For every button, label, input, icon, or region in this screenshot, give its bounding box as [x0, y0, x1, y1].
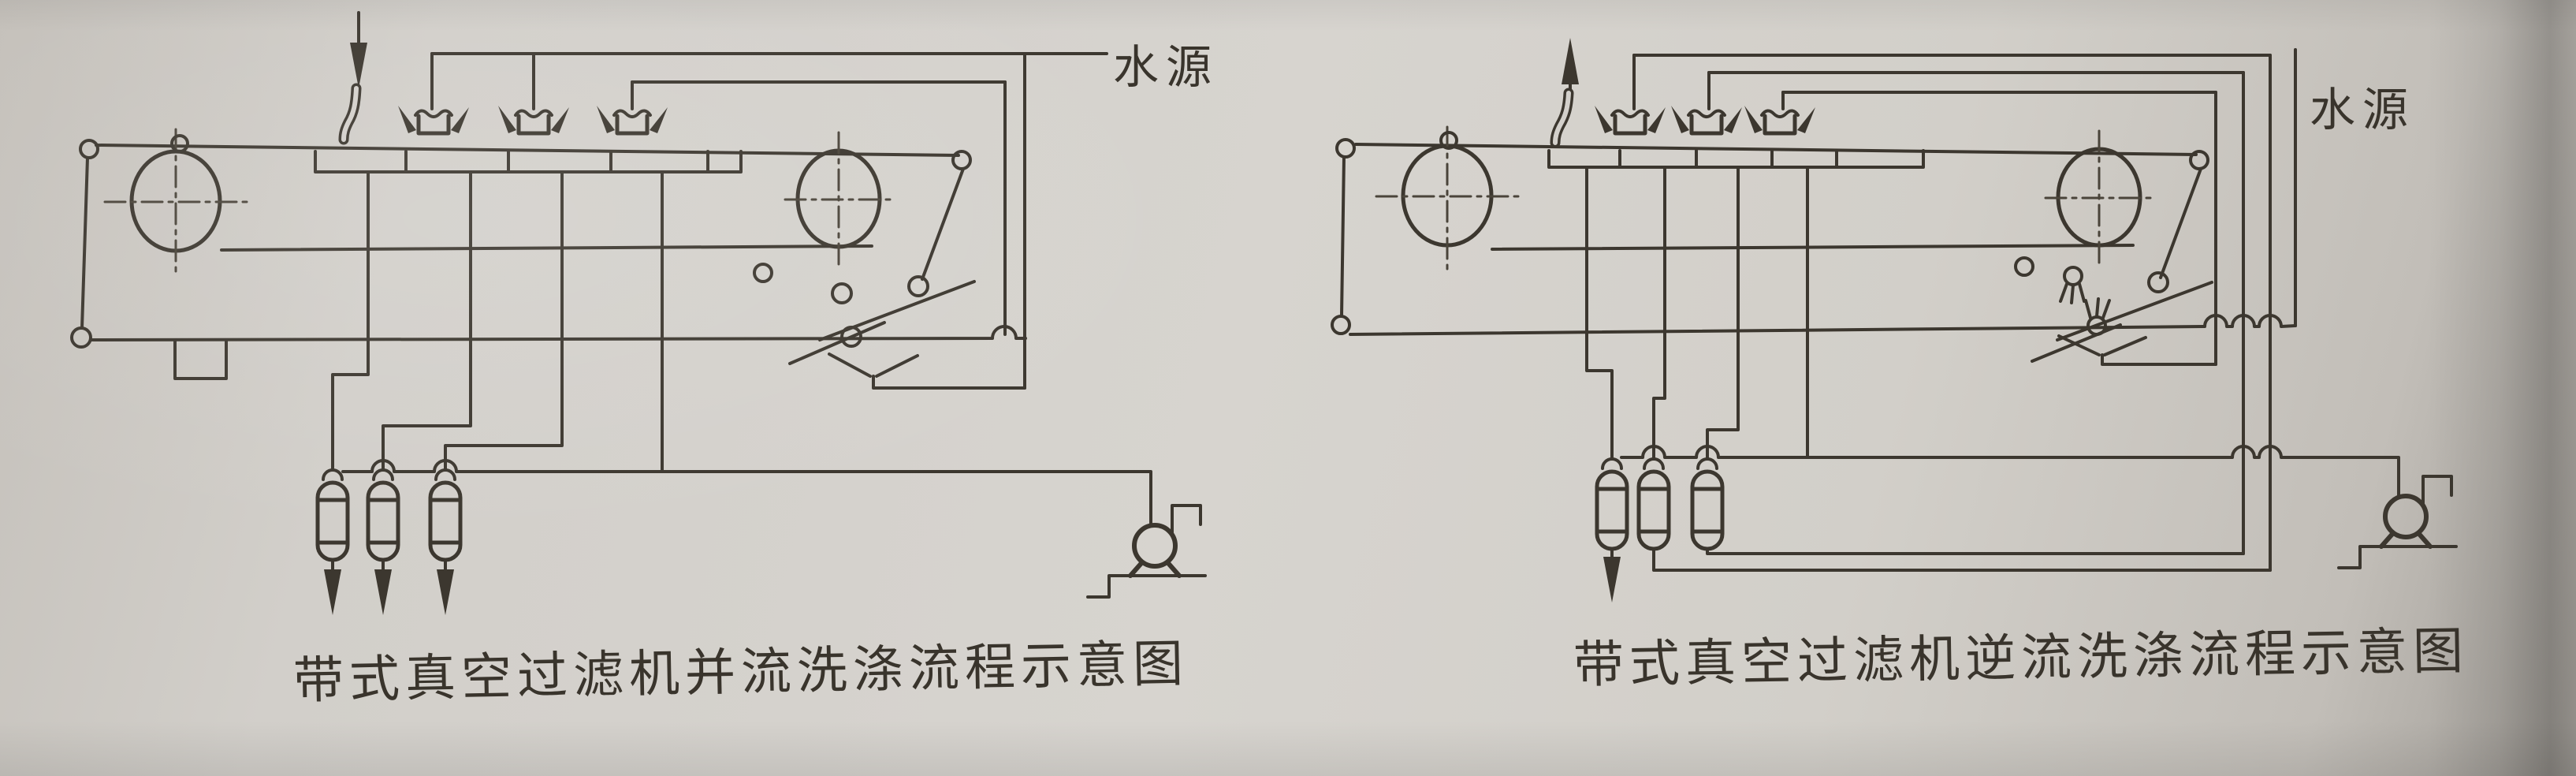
roller-icon: [2014, 256, 2034, 277]
water-source-label-left: 水源: [1113, 42, 1219, 93]
spray-nozzle-icon: [1595, 106, 1666, 133]
filtrate-receiver-icon: [1692, 459, 1722, 549]
feed-arrow-up-icon: [1562, 38, 1579, 84]
scraper-line: [2056, 281, 2213, 341]
roller-icon: [1335, 138, 1356, 159]
filtrate-receiver-icon: [318, 470, 348, 560]
right-caption: 带式真空过滤机逆流洗涤流程示意图: [1573, 623, 2470, 693]
belt-left-line: [80, 156, 89, 330]
left-pulley-centerline: [103, 128, 250, 278]
water-source-label-right: 水源: [2310, 84, 2416, 136]
feed-chute-core: [341, 86, 359, 142]
spray-nozzle-icon: [1744, 106, 1815, 133]
left-pulley-centerline: [1375, 125, 1521, 272]
belt-return-line: [89, 325, 1027, 341]
feed-chute-core: [1553, 91, 1571, 145]
belt-wash-spray-icon: [2059, 266, 2086, 304]
right-pulley-centerline: [784, 131, 895, 268]
filtrate-system-left: [318, 170, 1205, 615]
belt-filter-left: [70, 128, 1027, 380]
outlet-arrow-down-icon: [437, 569, 454, 615]
scraper-line-2: [788, 321, 886, 365]
belt-top-line: [95, 144, 960, 157]
belt-lower-run: [1491, 244, 2135, 251]
outlet-arrow-down-icon: [324, 569, 341, 615]
roller-icon: [753, 263, 773, 283]
filtrate-receiver-icon: [1639, 459, 1669, 549]
vacuum-manifold: [341, 459, 1152, 528]
filtrate-pipe-2: [1652, 166, 1666, 461]
roller-icon: [831, 282, 853, 304]
discharge-funnel-icon: [828, 353, 1026, 390]
belt-takeoff-line: [2159, 167, 2202, 279]
belt-takeoff-line: [921, 167, 965, 281]
scraper-line: [818, 280, 976, 341]
filtrate-receiver-icon: [430, 470, 460, 560]
roller-icon: [70, 326, 92, 349]
filtrate-receiver-icon: [1597, 459, 1627, 549]
filtrate-pipe-2: [382, 170, 472, 472]
right-diagram: [1331, 38, 2456, 603]
roller-icon: [951, 150, 972, 170]
wash-water-system-right: [1595, 48, 2297, 572]
feed-right: [1550, 38, 1579, 148]
receiver-stems: [331, 558, 447, 571]
filtrate-pipe-1: [1585, 166, 1614, 461]
roller-icon: [2189, 150, 2209, 170]
discharge-end-right: [2014, 167, 2217, 366]
discharge-end-left: [753, 167, 1026, 390]
nozzle-risers: [430, 52, 634, 110]
nozzle-risers: [1632, 54, 1785, 110]
belt-left-line: [1340, 155, 1346, 318]
recycle-line-receiver-3: [1706, 547, 2245, 555]
feed-left: [338, 11, 367, 145]
outlet-arrow-down-icon: [374, 569, 392, 615]
roller-icon: [2147, 271, 2169, 293]
filtrate-system-right: [1585, 166, 2456, 603]
belt-filter-right: [1331, 125, 2297, 336]
vacuum-box: [1547, 149, 1925, 169]
vacuum-manifold: [1620, 445, 2400, 498]
spray-nozzle-icon: [1671, 106, 1742, 133]
filtrate-pipe-3: [444, 170, 564, 472]
filtrate-receiver-icon: [368, 470, 398, 560]
spray-nozzle-icon: [398, 106, 469, 133]
filtrate-pipe-1: [331, 170, 370, 472]
belt-top-line: [1354, 143, 2198, 156]
filtrate-pipe-3: [1706, 166, 1740, 461]
drip-tray: [173, 338, 228, 380]
belt-return-line: [1349, 314, 2297, 336]
recycle-line-receiver-2: [1652, 547, 2272, 572]
vacuum-pump-icon: [1088, 506, 1205, 597]
roller-icon: [907, 275, 929, 297]
wash-water-system-left: [398, 52, 1108, 390]
left-diagram: [70, 11, 1205, 615]
outlet-arrow-down-icon: [1603, 557, 1621, 603]
roller-icon: [1439, 131, 1458, 150]
roller-icon: [1331, 315, 1351, 335]
feed-arrow-down-icon: [350, 43, 367, 88]
belt-lower-run: [220, 244, 873, 252]
right-pulley-centerline: [2044, 129, 2156, 267]
vacuum-box: [314, 150, 743, 173]
roller-icon: [79, 139, 99, 159]
discharge-funnel-icon: [2057, 334, 2217, 366]
roller-icon: [170, 134, 189, 153]
